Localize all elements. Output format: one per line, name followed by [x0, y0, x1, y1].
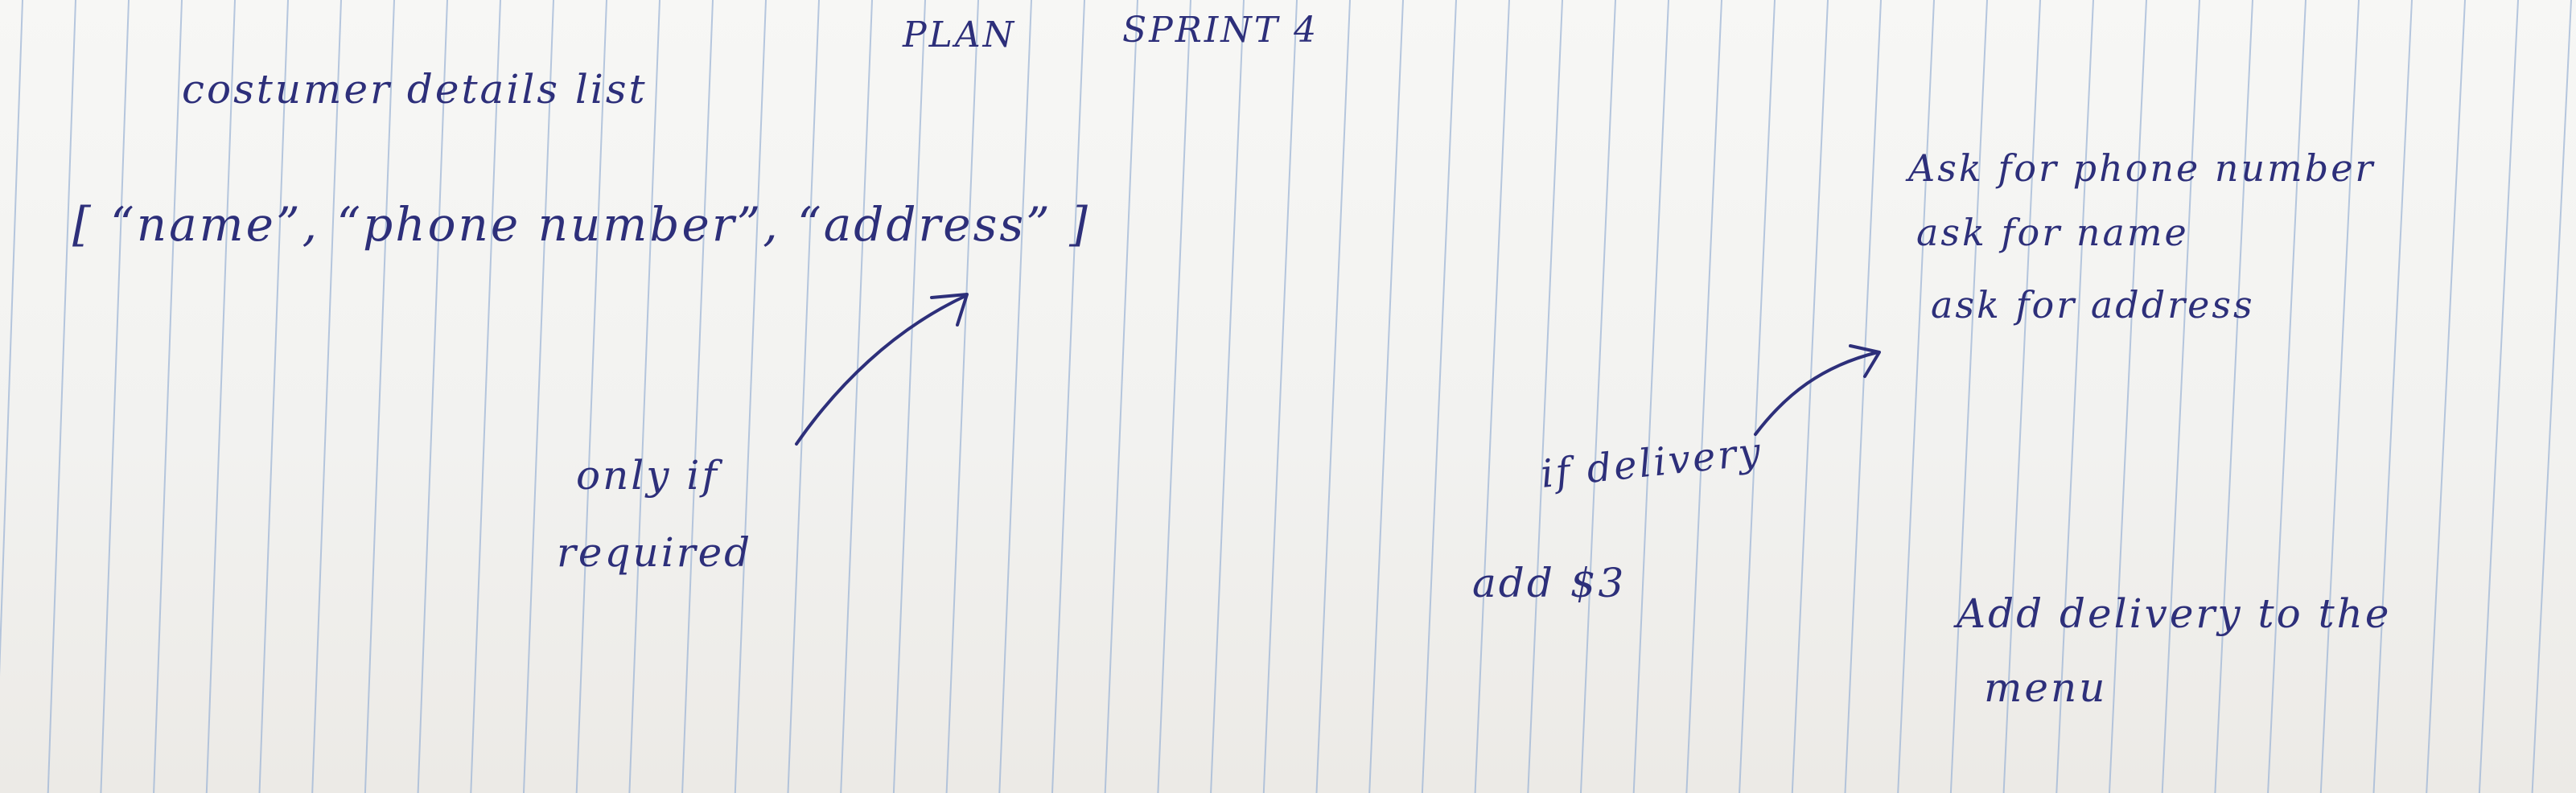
rule-line [2426, 0, 2466, 793]
rule-line [2531, 0, 2572, 793]
rule-line [523, 0, 554, 793]
rule-line [1368, 0, 1404, 793]
rule-line [1527, 0, 1563, 793]
rule-line [734, 0, 767, 793]
rule-line [1051, 0, 1085, 793]
rule-line [2002, 0, 2041, 793]
rule-line [470, 0, 501, 793]
rule-line [1791, 0, 1829, 793]
rule-line [998, 0, 1032, 793]
rule-line [2214, 0, 2253, 793]
rule-line [628, 0, 660, 793]
step-address: ask for address [1931, 283, 2255, 327]
annotation-only-if: only if [576, 452, 719, 499]
rule-line [0, 0, 23, 677]
rule-line [153, 0, 183, 793]
rule-line [417, 0, 448, 793]
rule-line [1421, 0, 1457, 793]
menu-task-line2: menu [1984, 664, 2108, 711]
rule-line [2161, 0, 2200, 793]
menu-task-line1: Add delivery to the [1957, 590, 2392, 637]
rule-line [258, 0, 289, 793]
rule-line [1580, 0, 1616, 793]
rule-line [1685, 0, 1722, 793]
rule-line [1210, 0, 1245, 793]
rule-line [945, 0, 979, 793]
rule-line [205, 0, 236, 793]
rule-line [1949, 0, 1988, 793]
rule-line [311, 0, 342, 793]
rule-line [47, 0, 76, 793]
rule-line [2478, 0, 2519, 793]
rule-line [1844, 0, 1882, 793]
step-name: ask for name [1916, 211, 2189, 254]
delivery-fee: add $3 [1472, 560, 1627, 606]
step-phone-number: Ask for phone number [1908, 146, 2376, 190]
rule-line [840, 0, 873, 793]
annotation-required: required [557, 529, 753, 576]
rule-line [2109, 0, 2147, 793]
title-plan: PLAN [903, 14, 1017, 55]
rule-line [2372, 0, 2413, 793]
rule-line [1632, 0, 1669, 793]
rule-line [1474, 0, 1510, 793]
rule-line [787, 0, 820, 793]
title-sprint: SPRINT 4 [1122, 10, 1319, 51]
rule-line [2319, 0, 2360, 793]
rule-line [1897, 0, 1935, 793]
list-literal: [ “name”, “phone number”, “address” ] [72, 197, 1090, 252]
rule-line [1104, 0, 1138, 793]
rule-line [681, 0, 714, 793]
rule-line [364, 0, 395, 793]
list-heading: costumer details list [182, 66, 648, 113]
rule-line [575, 0, 607, 793]
rule-line [2267, 0, 2306, 793]
rule-line [1739, 0, 1776, 793]
rule-line [1262, 0, 1298, 793]
rule-line [1315, 0, 1351, 793]
rule-line [100, 0, 130, 793]
rule-line [1157, 0, 1191, 793]
rule-line [2055, 0, 2094, 793]
rule-line [892, 0, 926, 793]
